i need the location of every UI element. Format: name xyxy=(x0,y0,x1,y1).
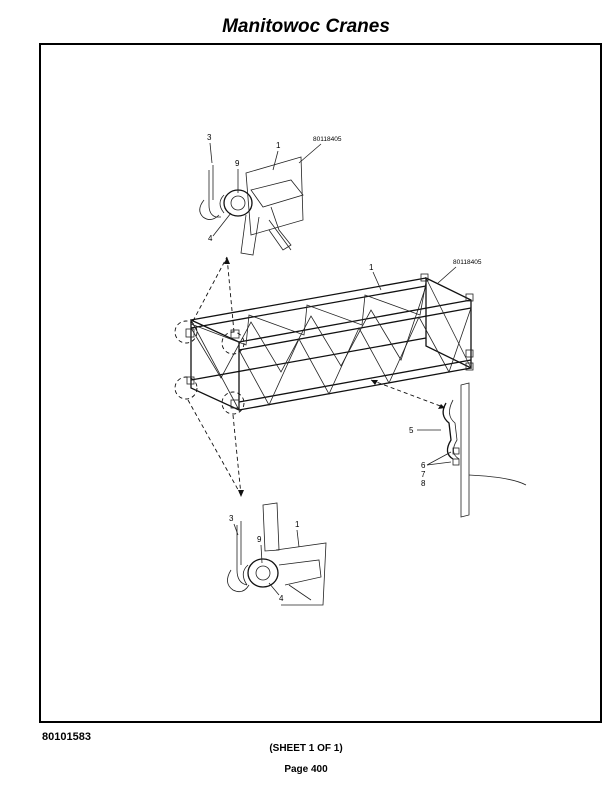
bottom-callout-9: 9 xyxy=(257,535,262,544)
bracket-detail-view: 5 6 7 8 xyxy=(409,382,527,518)
top-plate xyxy=(245,156,304,236)
bracket-callout-5: 5 xyxy=(409,426,414,435)
drawing-frame: 3 1 9 4 80118405 xyxy=(39,43,602,723)
bracket-plate xyxy=(460,382,470,518)
sheet-label: (SHEET 1 OF 1) xyxy=(269,743,343,754)
top-callout-9: 9 xyxy=(235,159,240,168)
near-top-connector-circle xyxy=(174,320,198,344)
bracket-hook xyxy=(442,402,454,460)
header-title: Manitowoc Cranes xyxy=(222,16,390,37)
parts-diagram: 3 1 9 4 80118405 xyxy=(174,133,527,606)
bottom-callout-1: 1 xyxy=(295,520,300,529)
top-retainer-clip xyxy=(208,170,221,218)
bracket-callout-8: 8 xyxy=(421,479,426,488)
boom-section: 1 80118405 xyxy=(174,259,482,415)
bottom-detail-view: 3 1 9 4 xyxy=(227,502,327,606)
bracket-callout-7: 7 xyxy=(421,470,426,479)
top-callout-1: 1 xyxy=(276,141,281,150)
bottom-callout-4: 4 xyxy=(279,594,284,603)
boom-part-number: 80118405 xyxy=(453,259,482,266)
bracket-callout-6: 6 xyxy=(421,461,426,470)
near-bottom-connector-circle xyxy=(174,376,198,400)
top-pin-head xyxy=(223,189,253,217)
top-callout-4: 4 xyxy=(208,234,213,243)
bottom-callout-3: 3 xyxy=(229,514,234,523)
boom-callout-1: 1 xyxy=(369,263,374,272)
top-part-number: 80118405 xyxy=(313,136,342,143)
bottom-pin-head xyxy=(247,558,279,588)
bottom-retainer-clip xyxy=(236,525,248,586)
page-number: Page 400 xyxy=(284,764,328,775)
leader-arrows xyxy=(187,256,445,497)
document-number: 80101583 xyxy=(42,731,91,743)
bottom-plate xyxy=(275,542,327,606)
top-detail-view: 3 1 9 4 80118405 xyxy=(199,133,342,256)
top-callout-3: 3 xyxy=(207,133,212,142)
